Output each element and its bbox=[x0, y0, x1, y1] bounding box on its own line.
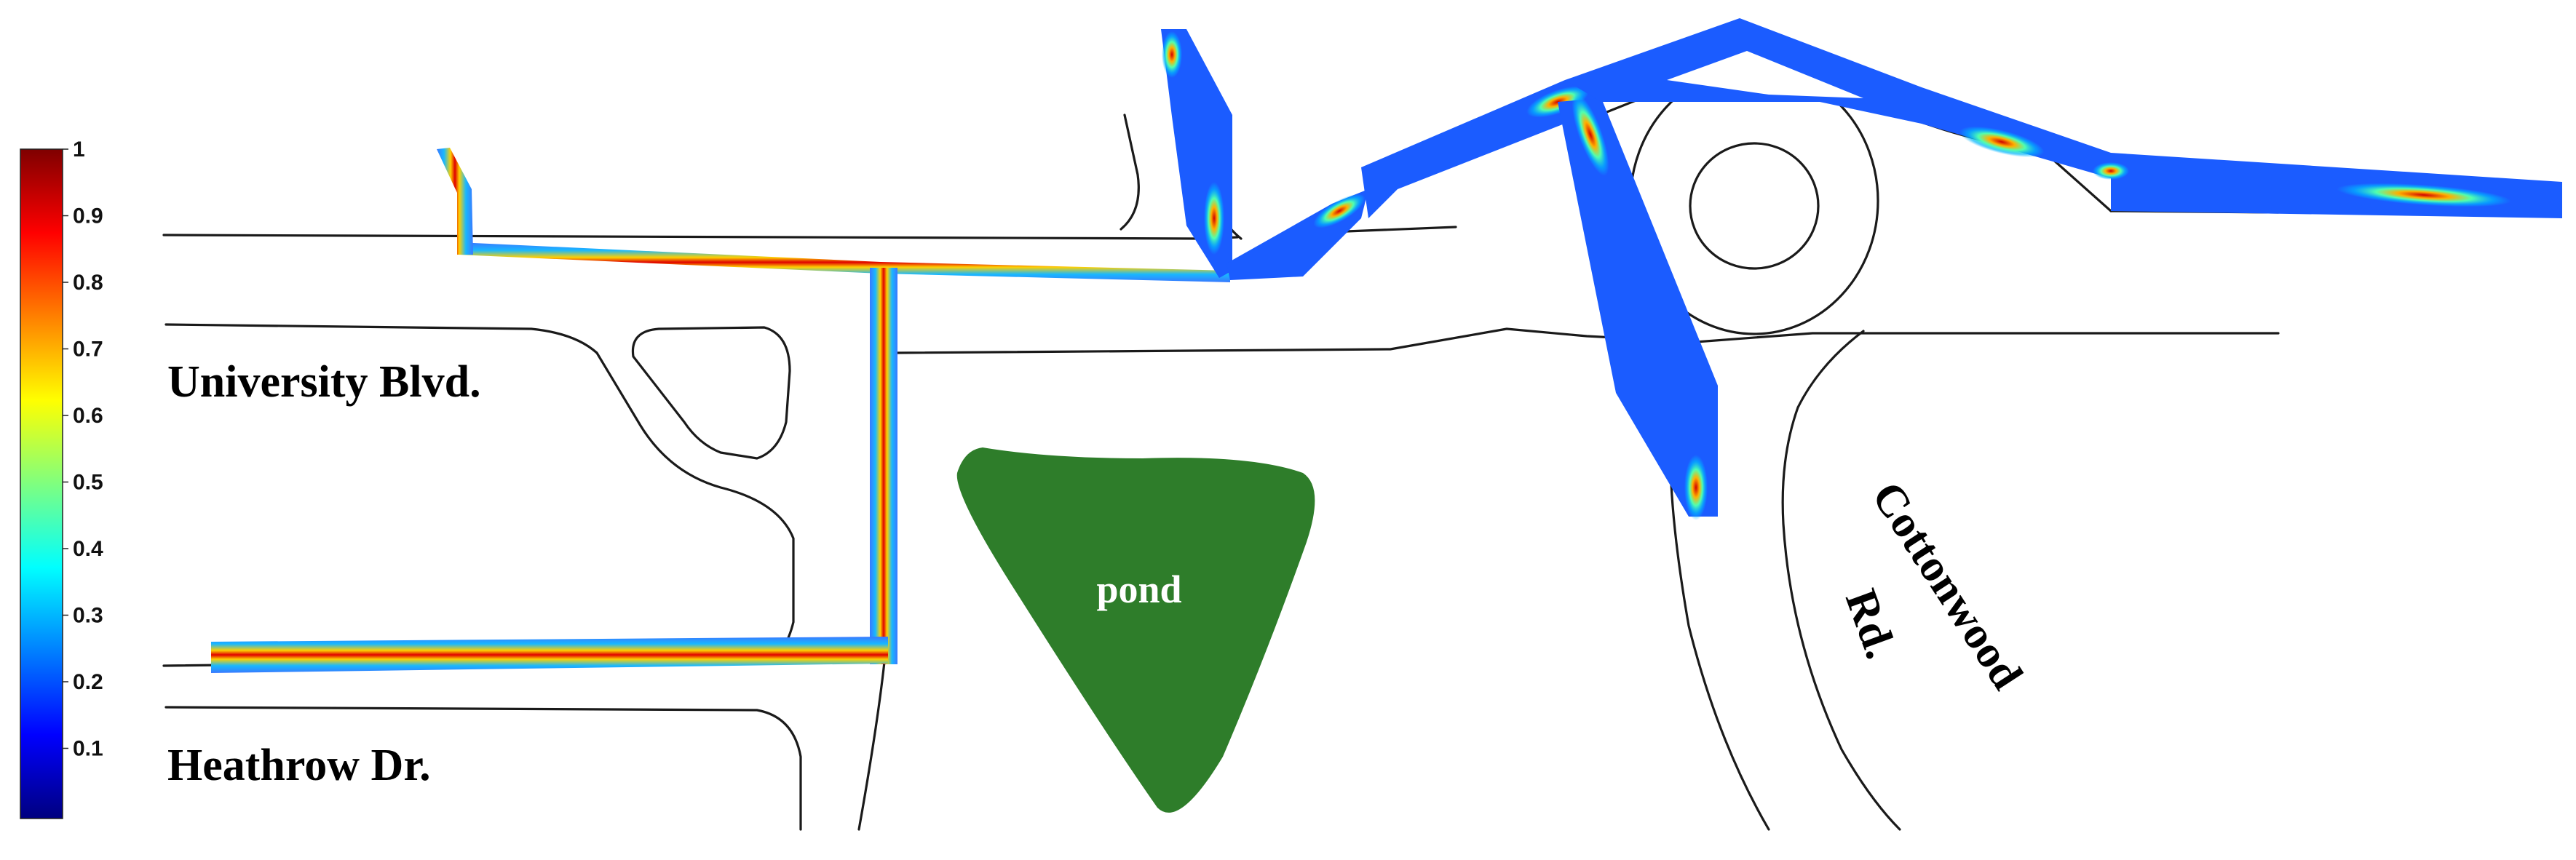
label-cottonwood-group: Cottonwood bbox=[1862, 474, 2032, 698]
path-heatmap bbox=[211, 18, 2562, 673]
label-university-blvd: University Blvd. bbox=[167, 357, 481, 407]
heat-hotspot-cottonwood-top bbox=[1572, 93, 1609, 176]
university-blvd-north-edge bbox=[162, 234, 1239, 240]
roundabout-inner bbox=[1689, 142, 1820, 270]
label-rd: Rd. bbox=[1836, 584, 1906, 665]
pond bbox=[956, 447, 1315, 813]
label-heathrow-dr: Heathrow Dr. bbox=[167, 741, 431, 790]
access-road-west bbox=[857, 344, 886, 831]
colorbar-tick-label: 0.5 bbox=[73, 471, 103, 495]
heat-hotspot-east-1 bbox=[1959, 126, 2045, 158]
south-road-edge bbox=[894, 327, 2280, 354]
colorbar-tick-label: 1 bbox=[73, 138, 85, 162]
colorbar-tick-label: 0.4 bbox=[73, 537, 103, 561]
heat-path-cottonwood bbox=[1558, 98, 1718, 517]
colorbar-tick-label: 0.3 bbox=[73, 604, 103, 628]
heat-hotspot-cottonwood-bottom bbox=[1684, 455, 1708, 520]
heat-path-upper-main bbox=[459, 242, 1230, 282]
heat-hotspot-north-2 bbox=[1204, 182, 1224, 255]
heathrow-dr-south-edge bbox=[165, 706, 802, 831]
colorbar: 1 0.9 0.8 0.7 0.6 0.5 0.4 0.3 0.2 0.1 bbox=[20, 138, 103, 819]
heat-hotspot-east-2 bbox=[2337, 183, 2511, 207]
colorbar-tick-label: 0.9 bbox=[73, 204, 103, 228]
colorbar-gradient bbox=[20, 148, 63, 819]
colorbar-tick-label: 0.6 bbox=[73, 404, 103, 428]
island-median bbox=[631, 326, 791, 460]
heat-hotspot-east-3 bbox=[2093, 162, 2129, 180]
colorbar-ticks: 1 0.9 0.8 0.7 0.6 0.5 0.4 0.3 0.2 0.1 bbox=[63, 138, 103, 761]
label-rd-group: Rd. bbox=[1836, 584, 1906, 665]
heat-path-heathrow bbox=[211, 637, 888, 673]
university-blvd-south-edge bbox=[165, 323, 795, 660]
colorbar-tick-label: 0.7 bbox=[73, 338, 103, 362]
heat-loop-hole bbox=[1667, 51, 1863, 98]
pond-label: pond bbox=[1096, 568, 1181, 611]
colorbar-tick-label: 0.1 bbox=[73, 737, 103, 761]
driveway-north bbox=[1119, 114, 1140, 231]
heat-path-left-spur bbox=[437, 148, 473, 255]
colorbar-tick-label: 0.2 bbox=[73, 670, 103, 694]
cottonwood-rd-east-edge bbox=[1781, 330, 1901, 831]
colorbar-tick-label: 0.8 bbox=[73, 271, 103, 295]
label-cottonwood: Cottonwood bbox=[1862, 474, 2032, 698]
heat-path-central-spine bbox=[870, 268, 897, 664]
heat-hotspot-north-1 bbox=[1162, 31, 1182, 78]
heat-path-east-arm bbox=[2111, 153, 2562, 218]
heat-hotspot-ne bbox=[1313, 194, 1366, 228]
